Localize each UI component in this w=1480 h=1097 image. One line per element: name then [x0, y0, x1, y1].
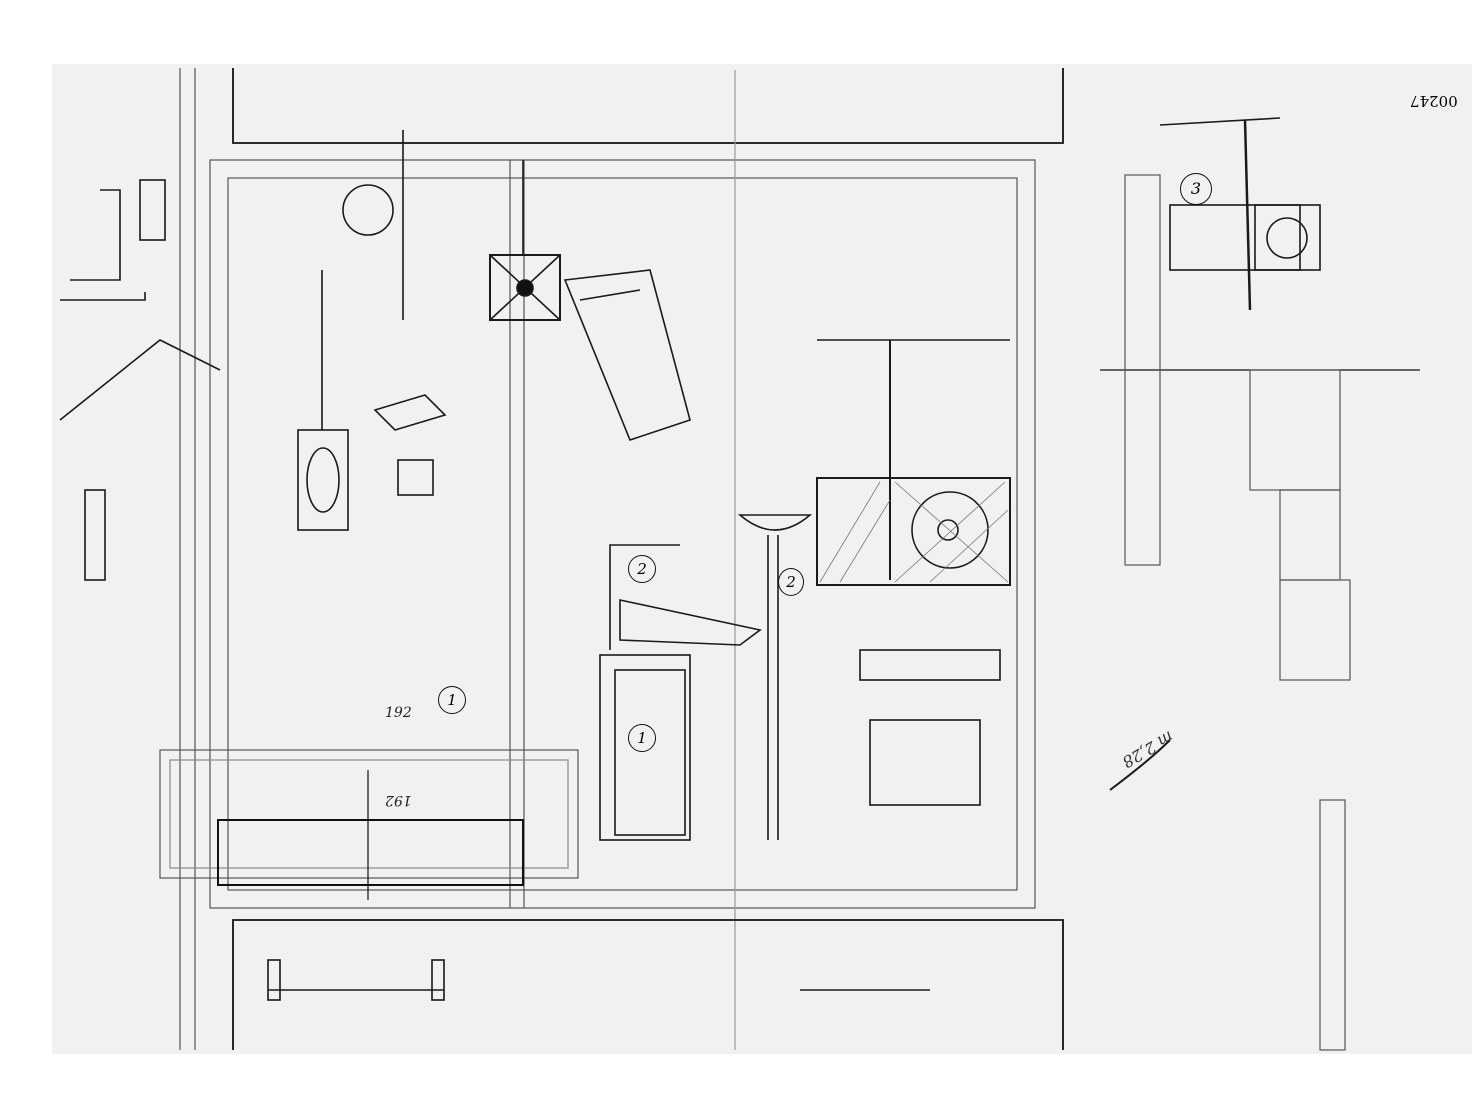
circle-label-2-stand: 2	[778, 568, 804, 596]
circle-label-1: 1	[438, 686, 466, 714]
drawing-sheet	[52, 64, 1472, 1054]
dimension-label: 192	[385, 705, 412, 721]
measure-note: m 2,28	[1118, 727, 1177, 772]
pencil-frame-lines	[159, 68, 1420, 1051]
hatching	[819, 481, 1009, 583]
circle-label-2: 2	[628, 555, 656, 583]
circle-label-1-cabinet: 1	[628, 724, 656, 752]
ink-details	[59, 117, 1321, 1001]
dimension-label-bench: 192	[385, 792, 412, 808]
catalog-number: 00247	[1410, 92, 1458, 110]
circle-label-3: 3	[1180, 173, 1212, 205]
